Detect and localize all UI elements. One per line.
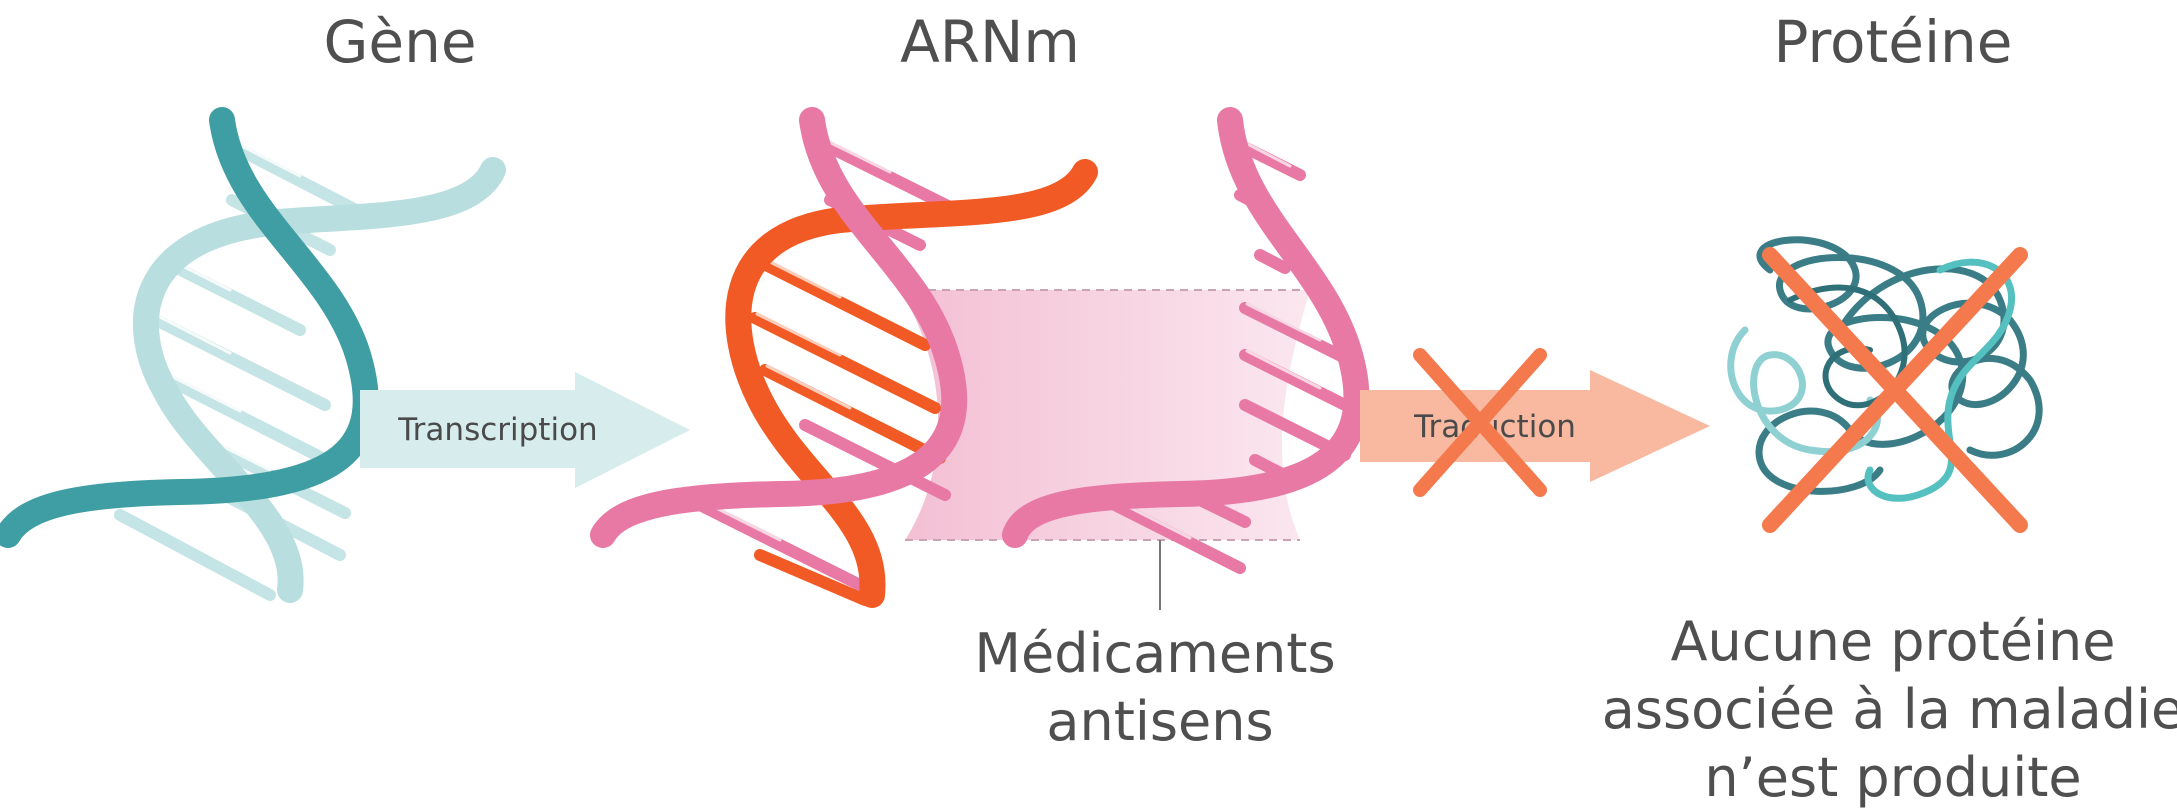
transcription-label: Transcription bbox=[397, 412, 597, 448]
result-caption-line2: associée à la maladie bbox=[1602, 678, 2177, 741]
translation-arrow: Traduction bbox=[1360, 370, 1710, 482]
protein-cross-icon bbox=[1762, 247, 2028, 533]
mrna-base-pairs bbox=[694, 134, 966, 606]
gene-light-strand bbox=[132, 157, 506, 603]
title-mrna: ARNm bbox=[900, 8, 1080, 76]
mrna-antisense-helix bbox=[1002, 107, 1370, 574]
antisense-caption-line1: Médicaments bbox=[974, 622, 1335, 685]
antisense-region bbox=[900, 290, 1310, 540]
result-caption-line3: n’est produite bbox=[1704, 746, 2081, 809]
title-gene: Gène bbox=[323, 8, 476, 76]
gene-dna-helix bbox=[0, 107, 506, 603]
title-protein: Protéine bbox=[1774, 8, 2013, 76]
gene-dark-strand bbox=[0, 107, 379, 548]
result-caption-line1: Aucune protéine bbox=[1671, 610, 2116, 673]
transcription-arrow: Transcription bbox=[360, 372, 690, 488]
mrna-helix bbox=[590, 107, 1310, 608]
translation-blocked-cross-icon bbox=[1413, 348, 1547, 497]
mrna-pink-strand bbox=[590, 107, 968, 548]
mrna-antisense-pink-strand bbox=[1002, 107, 1370, 548]
antisense-caption-line2: antisens bbox=[1046, 690, 1273, 753]
